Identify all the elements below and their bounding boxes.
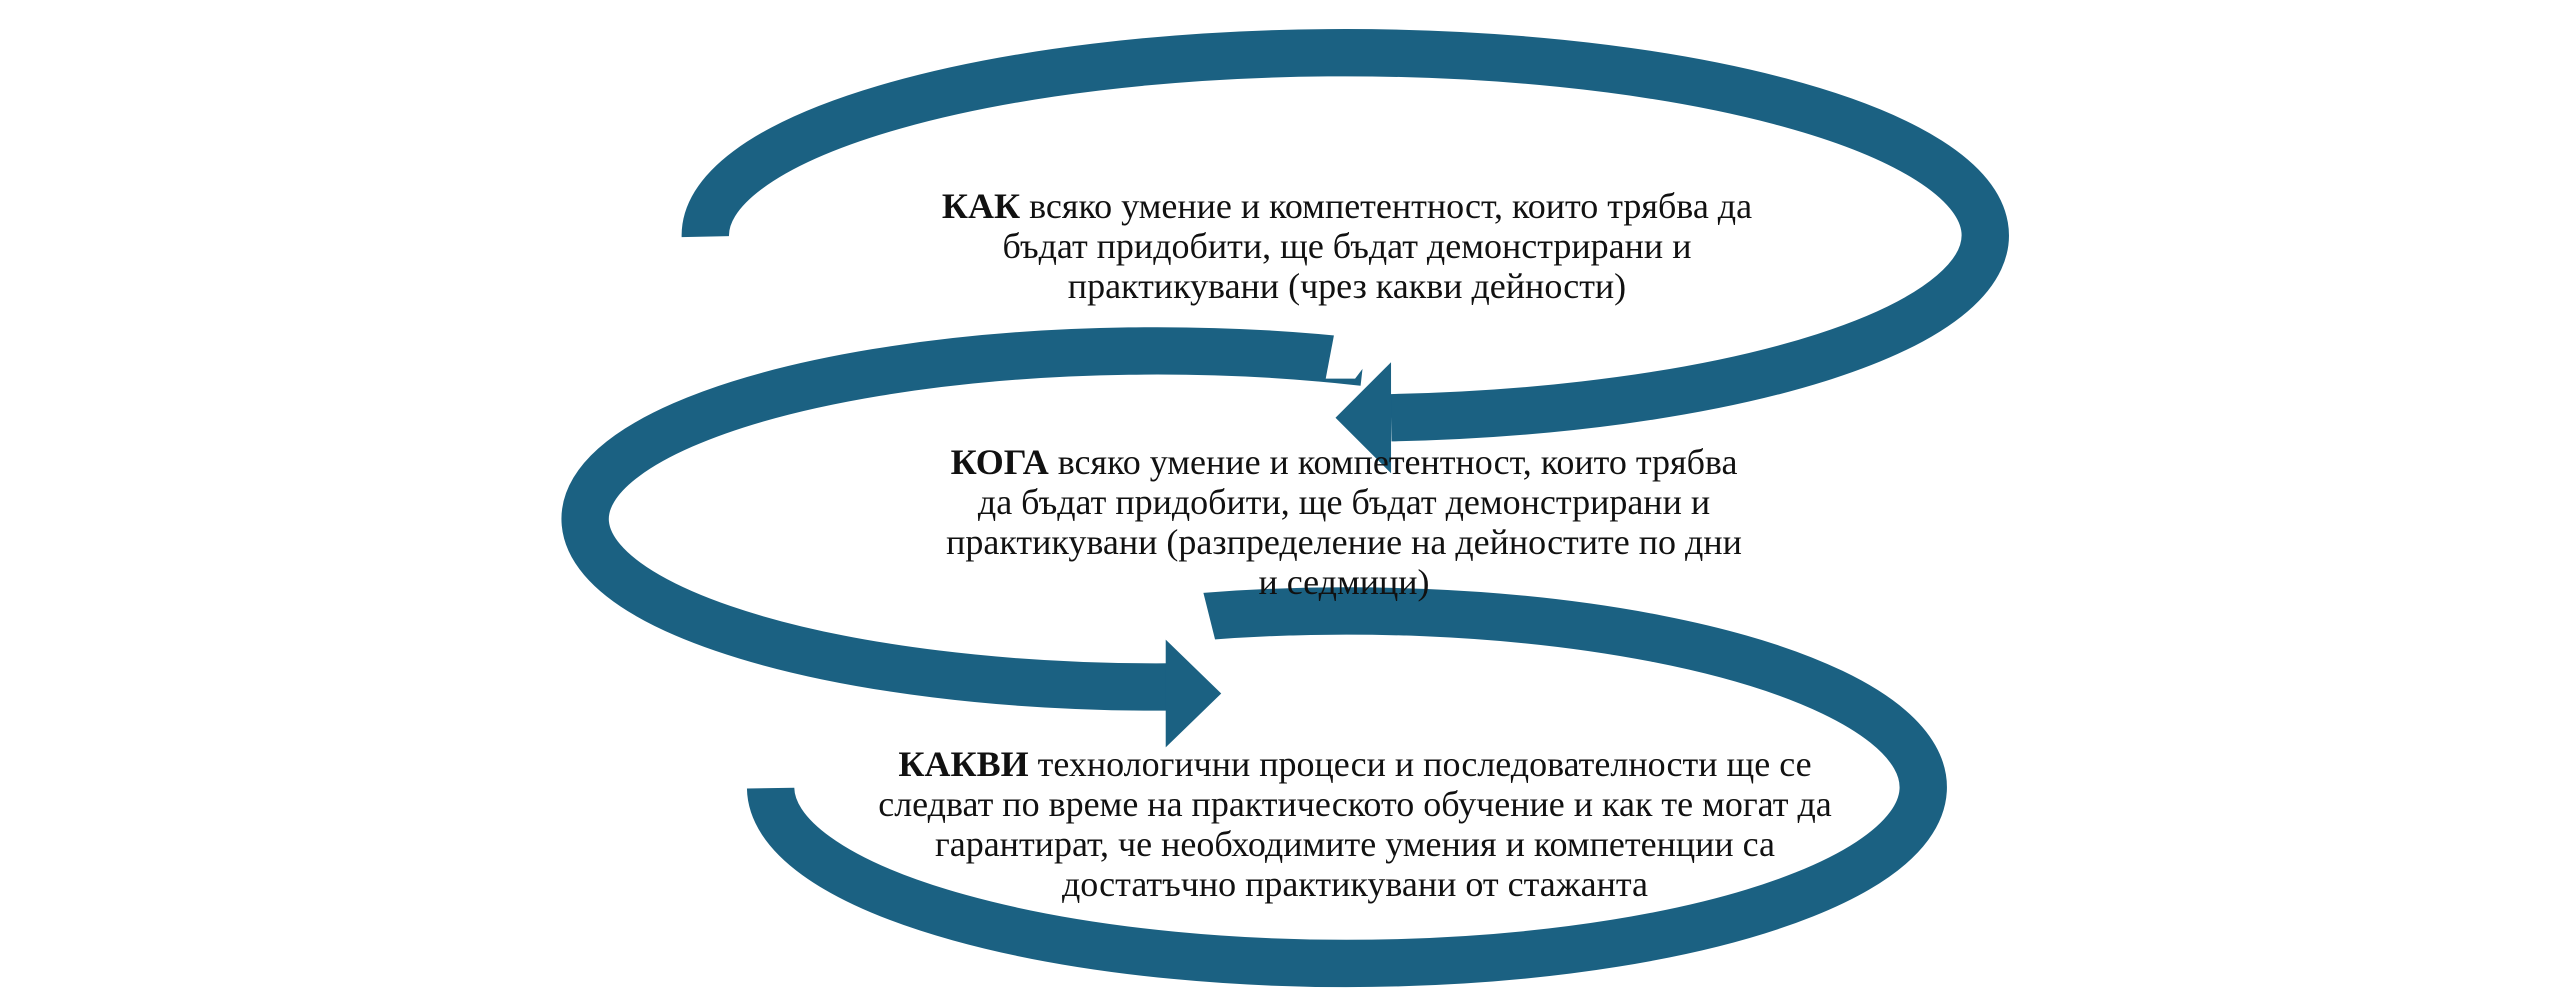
text-line: всяко умение и компетентност, които тряб… [1048, 442, 1738, 482]
how-text-block: КАК всяко умение и компетентност, които … [942, 186, 1752, 306]
top-arrow-cut [1325, 310, 1408, 379]
text-line: гарантират, че необходимите умения и ком… [934, 824, 1776, 864]
text-line: технологични процеси и последователности… [1028, 744, 1812, 784]
arrowhead-left-icon [1335, 362, 1392, 474]
text-line: да бъдат придобити, ще бъдат демонстрира… [977, 482, 1711, 522]
bottom-arrow-cut [1142, 579, 1217, 645]
middle-curved-arrow [561, 327, 1366, 711]
keyword: КАК [941, 186, 1021, 226]
text-line: всяко умение и компетентност, които тряб… [1020, 186, 1753, 226]
keyword: КАКВИ [898, 744, 1029, 784]
text-line: бъдат придобити, ще бъдат демонстрирани … [1002, 226, 1692, 266]
what-text-block: КАКВИ технологични процеси и последовате… [878, 744, 1832, 904]
text-line: достатъчно практикувани от стажанта [1061, 864, 1649, 904]
keyword: КОГА [950, 442, 1049, 482]
arrowhead-right-icon [1165, 639, 1222, 748]
top-curved-arrow [681, 29, 2009, 442]
bottom-curved-arrow [746, 587, 1947, 988]
when-text-block: КОГА всяко умение и компетентност, които… [946, 442, 1742, 602]
text-line: практикувани (разпределение на дейностит… [946, 522, 1742, 562]
text-line: и седмици) [1258, 562, 1430, 602]
text-line: следват по време на практическото обучен… [878, 784, 1832, 824]
text-line: практикувани (чрез какви дейности) [1067, 266, 1627, 306]
